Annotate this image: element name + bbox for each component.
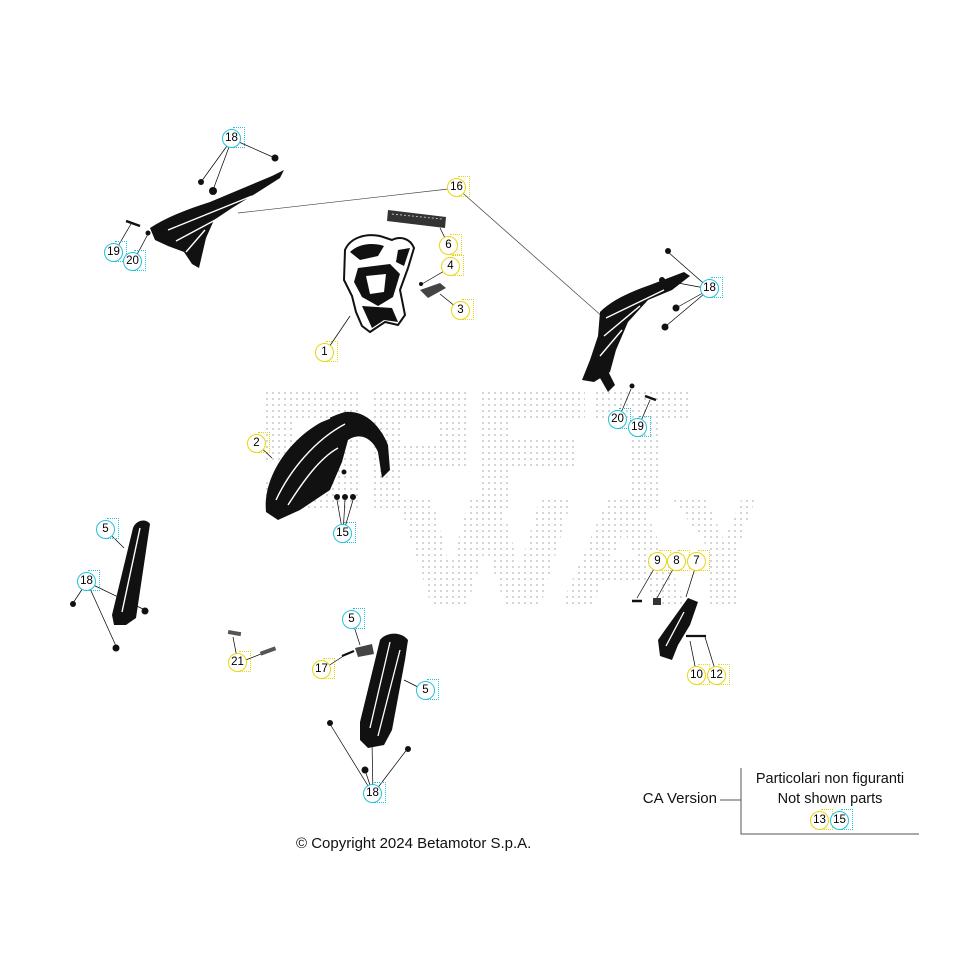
legend-callout-15: 15 (830, 809, 853, 830)
callout-3: 3 (451, 299, 474, 320)
callout-15: 15 (333, 522, 356, 543)
watermark-dots (262, 392, 756, 608)
callout-5: 5 (416, 679, 439, 700)
copyright-notice: © Copyright 2024 Betamotor S.p.A. (296, 835, 532, 852)
callout-16: 16 (447, 176, 470, 197)
callout-4: 4 (441, 255, 464, 276)
callout-19: 19 (104, 241, 127, 262)
callout-10: 10 (687, 664, 710, 685)
callout-8: 8 (667, 550, 690, 571)
callout-18: 18 (363, 782, 386, 803)
legend-title-en: Not shown parts (777, 791, 883, 807)
bracket-assembly (632, 598, 706, 660)
callout-12: 12 (707, 664, 730, 685)
callout-18: 18 (700, 277, 723, 298)
callout-6: 6 (439, 234, 462, 255)
version-label: CA Version (642, 790, 717, 807)
right-fork-guard (327, 633, 411, 774)
callout-18: 18 (77, 570, 100, 591)
callout-7: 7 (687, 550, 710, 571)
callout-20: 20 (608, 408, 631, 429)
callout-9: 9 (648, 550, 671, 571)
callout-21: 21 (228, 651, 251, 672)
left-fork-guard (70, 520, 150, 652)
front-fender (265, 411, 390, 520)
headlight-mask (342, 234, 446, 334)
left-shroud (125, 154, 284, 268)
callout-18: 18 (222, 127, 245, 148)
legend-title-it: Particolari non figuranti (755, 771, 905, 787)
legend-callout-13: 13 (810, 809, 833, 830)
right-shroud (582, 248, 690, 402)
callout-17: 17 (312, 658, 335, 679)
callout-20: 20 (123, 250, 146, 271)
callout-2: 2 (247, 432, 270, 453)
callout-1: 1 (315, 341, 338, 362)
stickers (227, 629, 277, 656)
callout-19: 19 (628, 416, 651, 437)
callout-5: 5 (342, 608, 365, 629)
callout-5: 5 (96, 518, 119, 539)
headlight-strip (387, 210, 446, 228)
